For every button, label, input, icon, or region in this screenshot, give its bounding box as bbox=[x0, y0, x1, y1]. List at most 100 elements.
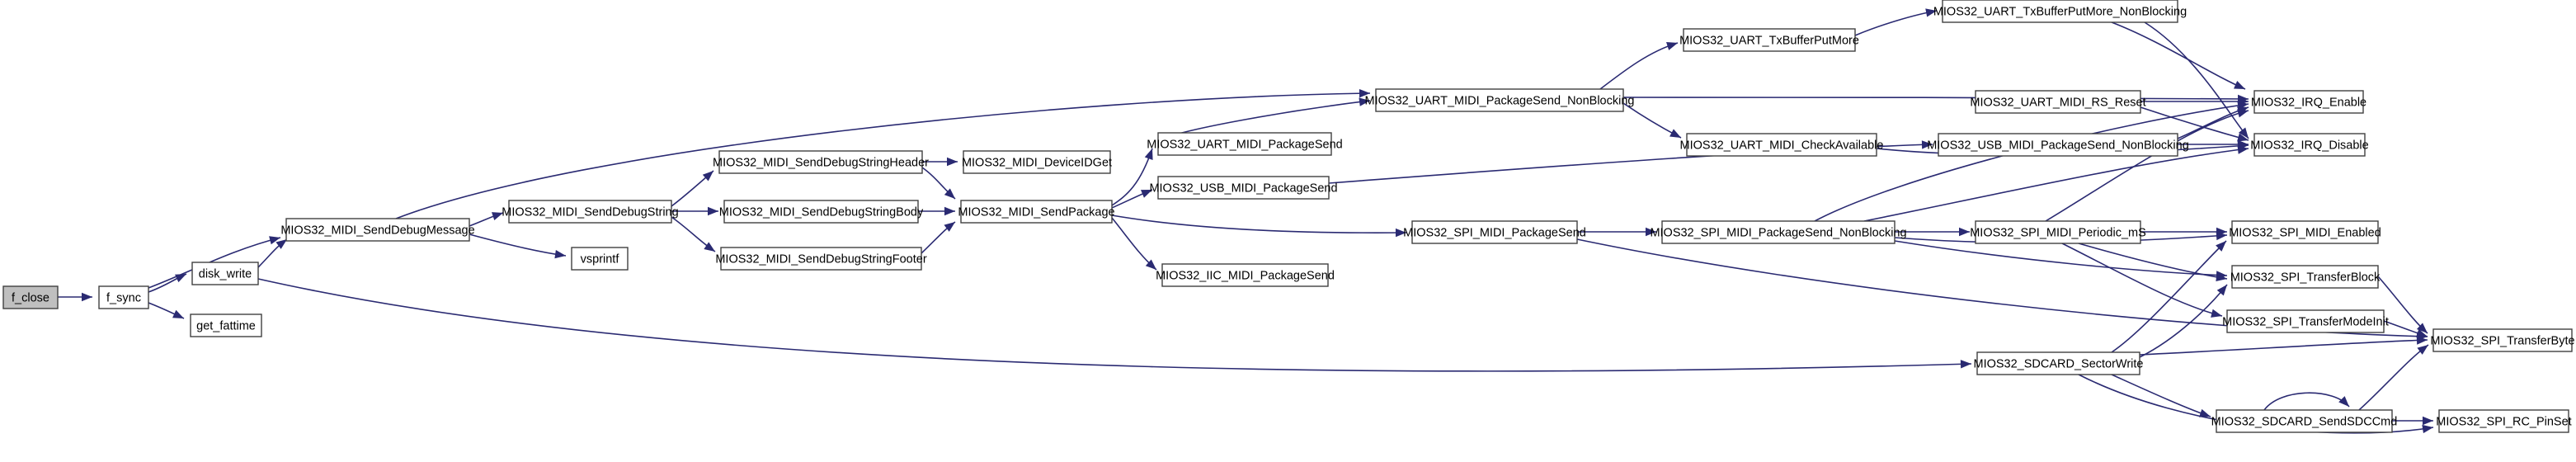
call-edge bbox=[921, 221, 956, 254]
graph-node-midi_sdm[interactable]: MIOS32_MIDI_SendDebugMessage bbox=[280, 218, 475, 242]
node-rect[interactable] bbox=[1161, 263, 1329, 287]
graph-node-midi_sp[interactable]: MIOS32_MIDI_SendPackage bbox=[958, 200, 1115, 224]
graph-node-irq_disable[interactable]: MIOS32_IRQ_Disable bbox=[2250, 133, 2369, 157]
call-edge bbox=[1895, 227, 1970, 237]
call-edge bbox=[2111, 374, 2211, 417]
node-rect[interactable] bbox=[718, 150, 923, 174]
call-edge bbox=[2358, 344, 2429, 411]
graph-node-usb_midi_ps_nb[interactable]: MIOS32_USB_MIDI_PackageSend_NonBlocking bbox=[1927, 133, 2189, 157]
graph-node-usb_midi_ps[interactable]: MIOS32_USB_MIDI_PackageSend bbox=[1149, 176, 1338, 200]
node-label: get_fattime bbox=[196, 319, 256, 332]
node-label: f_close bbox=[12, 291, 49, 304]
node-label: MIOS32_MIDI_SendDebugMessage bbox=[280, 224, 474, 237]
graph-node-uart_txbpm[interactable]: MIOS32_UART_TxBufferPutMore bbox=[1679, 28, 1859, 52]
graph-node-uart_midi_ps[interactable]: MIOS32_UART_MIDI_PackageSend bbox=[1147, 132, 1343, 156]
node-rect[interactable] bbox=[2231, 220, 2379, 244]
node-rect[interactable] bbox=[98, 285, 149, 309]
graph-node-spi_midi_ps[interactable]: MIOS32_SPI_MIDI_PackageSend bbox=[1403, 220, 1586, 244]
graph-node-uart_txbpm_nb[interactable]: MIOS32_UART_TxBufferPutMore_NonBlocking bbox=[1933, 0, 2187, 23]
arrow-head-icon bbox=[944, 222, 955, 232]
node-rect[interactable] bbox=[723, 200, 919, 224]
node-rect[interactable] bbox=[190, 314, 262, 337]
node-rect[interactable] bbox=[963, 150, 1111, 174]
graph-node-f_close[interactable]: f_close bbox=[2, 285, 59, 309]
call-edge bbox=[2045, 109, 2249, 222]
node-label: MIOS32_MIDI_SendDebugStringFooter bbox=[715, 252, 926, 266]
node-label: MIOS32_UART_MIDI_RS_Reset bbox=[1970, 96, 2145, 109]
graph-node-sdcard_sw[interactable]: MIOS32_SDCARD_SectorWrite bbox=[1973, 351, 2144, 375]
node-label: MIOS32_SPI_MIDI_PackageSend_NonBlocking bbox=[1650, 226, 1906, 239]
node-rect[interactable] bbox=[2, 285, 59, 309]
node-rect[interactable] bbox=[1686, 133, 1877, 157]
call-edge bbox=[2139, 336, 2428, 356]
graph-node-disk_write[interactable]: disk_write bbox=[191, 262, 259, 285]
node-rect[interactable] bbox=[2253, 133, 2366, 157]
node-rect[interactable] bbox=[1375, 88, 1624, 112]
graph-node-midi_sdsf[interactable]: MIOS32_MIDI_SendDebugStringFooter bbox=[715, 247, 927, 271]
arrow-head-icon bbox=[1921, 140, 1933, 149]
call-edge bbox=[918, 206, 955, 216]
graph-node-get_fattime[interactable]: get_fattime bbox=[190, 314, 262, 337]
arrow-head-icon bbox=[2416, 323, 2428, 333]
node-rect[interactable] bbox=[1157, 176, 1330, 200]
node-rect[interactable] bbox=[571, 247, 629, 271]
node-rect[interactable] bbox=[720, 247, 922, 271]
arrow-head-icon bbox=[2237, 145, 2249, 154]
graph-node-irq_enable[interactable]: MIOS32_IRQ_Enable bbox=[2251, 90, 2366, 114]
node-rect[interactable] bbox=[1975, 90, 2141, 114]
arrow-head-icon bbox=[704, 242, 715, 252]
node-rect[interactable] bbox=[2253, 90, 2364, 114]
arrow-head-icon bbox=[2234, 80, 2245, 89]
graph-node-uart_midi_ca[interactable]: MIOS32_UART_MIDI_CheckAvailable bbox=[1680, 133, 1884, 157]
node-rect[interactable] bbox=[2216, 409, 2393, 433]
graph-node-vsprintf[interactable]: vsprintf bbox=[571, 247, 629, 271]
graph-node-sdcard_cmd[interactable]: MIOS32_SDCARD_SendSDCCmd bbox=[2211, 409, 2398, 433]
node-rect[interactable] bbox=[1976, 351, 2140, 375]
graph-node-spi_tblock[interactable]: MIOS32_SPI_TransferBlock bbox=[2230, 265, 2381, 289]
call-edge bbox=[1111, 217, 1157, 271]
node-rect[interactable] bbox=[1411, 220, 1578, 244]
node-rect[interactable] bbox=[508, 200, 672, 224]
graph-node-spi_midi_per[interactable]: MIOS32_SPI_MIDI_Periodic_mS bbox=[1970, 220, 2146, 244]
graph-node-spi_midi_ps_nb[interactable]: MIOS32_SPI_MIDI_PackageSend_NonBlocking bbox=[1650, 220, 1907, 244]
node-label: disk_write bbox=[199, 267, 252, 280]
graph-node-uart_midi_rs[interactable]: MIOS32_UART_MIDI_RS_Reset bbox=[1970, 90, 2146, 114]
arrow-head-icon bbox=[2417, 345, 2428, 355]
node-rect[interactable] bbox=[1661, 220, 1896, 244]
node-rect[interactable] bbox=[285, 218, 470, 242]
graph-node-spi_tmodeinit[interactable]: MIOS32_SPI_TransferModeInit bbox=[2222, 309, 2389, 333]
node-rect[interactable] bbox=[1938, 133, 2178, 157]
arrow-head-icon bbox=[2216, 227, 2227, 237]
node-rect[interactable] bbox=[2438, 409, 2569, 433]
node-rect[interactable] bbox=[1975, 220, 2141, 244]
arrow-head-icon bbox=[2211, 309, 2222, 318]
graph-node-spi_rcpin[interactable]: MIOS32_SPI_RC_PinSet bbox=[2436, 409, 2572, 433]
node-rect[interactable] bbox=[2231, 265, 2379, 289]
node-rect[interactable] bbox=[191, 262, 259, 285]
graph-node-midi_sdsb[interactable]: MIOS32_MIDI_SendDebugStringBody bbox=[719, 200, 924, 224]
graph-node-spi_midi_en[interactable]: MIOS32_SPI_MIDI_Enabled bbox=[2229, 220, 2381, 244]
node-rect[interactable] bbox=[1942, 0, 2178, 23]
node-rect[interactable] bbox=[960, 200, 1113, 224]
node-label: MIOS32_IRQ_Disable bbox=[2250, 139, 2368, 152]
graph-node-midi_devid[interactable]: MIOS32_MIDI_DeviceIDGet bbox=[962, 150, 1112, 174]
graph-node-iic_midi_ps[interactable]: MIOS32_IIC_MIDI_PackageSend bbox=[1156, 263, 1335, 287]
graph-node-spi_tbyte[interactable]: MIOS32_SPI_TransferByte bbox=[2430, 328, 2575, 352]
node-label: MIOS32_MIDI_SendDebugStringHeader bbox=[713, 156, 929, 169]
arrow-head-icon bbox=[1666, 41, 1678, 50]
graph-node-midi_sdsh[interactable]: MIOS32_MIDI_SendDebugStringHeader bbox=[713, 150, 929, 174]
arrow-head-icon bbox=[2199, 408, 2211, 417]
arrow-head-icon bbox=[2238, 127, 2249, 139]
node-label: MIOS32_IRQ_Enable bbox=[2251, 96, 2366, 109]
node-rect[interactable] bbox=[1157, 132, 1332, 156]
node-rect[interactable] bbox=[2432, 328, 2573, 352]
node-rect[interactable] bbox=[1683, 28, 1856, 52]
node-rect[interactable] bbox=[2226, 309, 2385, 333]
graph-node-uart_midi_ps_nb[interactable]: MIOS32_UART_MIDI_PackageSend_NonBlocking bbox=[1365, 88, 1635, 112]
graph-node-f_sync[interactable]: f_sync bbox=[98, 285, 149, 309]
call-edge bbox=[1111, 148, 1153, 206]
graph-node-midi_sds[interactable]: MIOS32_MIDI_SendDebugString bbox=[502, 200, 679, 224]
arrow-head-icon bbox=[1359, 97, 1370, 106]
node-label: MIOS32_IIC_MIDI_PackageSend bbox=[1156, 269, 1335, 282]
